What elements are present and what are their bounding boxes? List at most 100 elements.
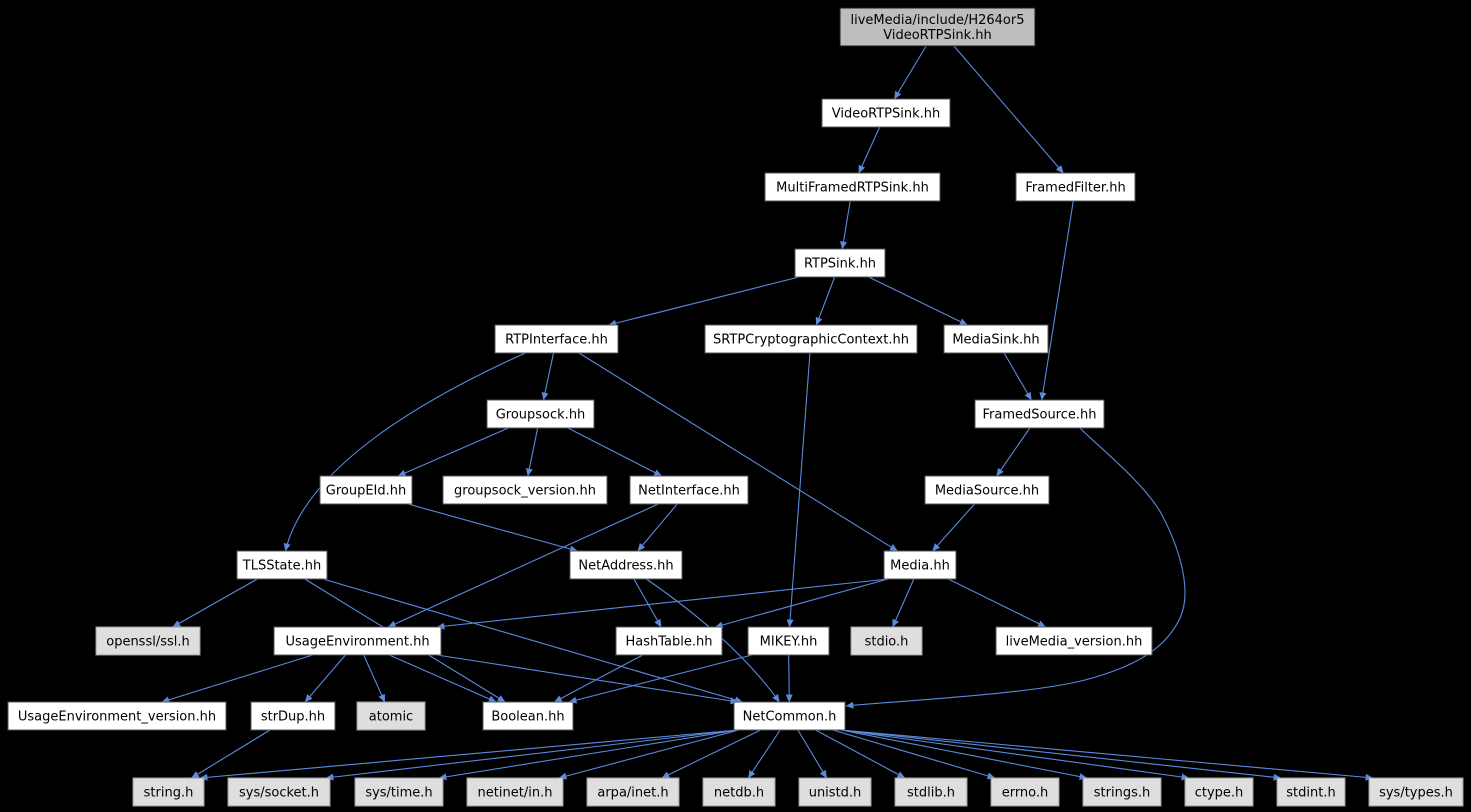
node-box-framedfilter-hh [1015,172,1136,202]
edge-rtpsink-hh--rtpinterface-hh [608,276,800,327]
node-openssl-ssl-h: openssl/ssl.h [95,626,201,656]
node-videortpsink-hh[interactable]: VideoRTPSink.hh [821,98,951,128]
node-label-framedsource-hh: FramedSource.hh [982,408,1096,423]
edge-netcommon-h--errno-h [832,729,996,780]
node-mediasink-hh[interactable]: MediaSink.hh [943,324,1049,354]
node-tlsstate-hh[interactable]: TLSState.hh [236,550,328,580]
node-box-srtpcryptographiccontext-hh [704,324,918,354]
edge-netcommon-h--arpa-inet-h [661,729,761,779]
node-groupsock-version-hh[interactable]: groupsock_version.hh [442,475,608,505]
node-label-netinet-in-h: netinet/in.h [478,786,553,801]
node-box-arpa-inet-h [586,777,680,807]
node-label-arpa-inet-h: arpa/inet.h [597,786,668,801]
node-usageenvironment-hh[interactable]: UsageEnvironment.hh [273,626,442,656]
edge-hashtable-hh--boolean-hh [553,654,643,703]
node-livemedia-version-hh[interactable]: liveMedia_version.hh [995,626,1153,656]
node-boolean-hh[interactable]: Boolean.hh [482,701,574,731]
node-sys-types-h: sys/types.h [1368,777,1464,807]
node-label-openssl-ssl-h: openssl/ssl.h [106,635,190,650]
node-box-sys-types-h [1368,777,1464,807]
node-label-videortpsink-hh: VideoRTPSink.hh [832,107,941,122]
node-groupsock-hh[interactable]: Groupsock.hh [486,399,595,429]
node-framedfilter-hh[interactable]: FramedFilter.hh [1015,172,1136,202]
edge-netcommon-h--netinet-in-h [558,729,740,780]
node-box-stdio-h [850,626,923,656]
node-netinterface-hh[interactable]: NetInterface.hh [629,475,749,505]
node-srtpcryptographiccontext-hh[interactable]: SRTPCryptographicContext.hh [704,324,918,354]
node-label-usageenvironment-version-hh: UsageEnvironment_version.hh [18,710,216,725]
node-box-videortpsink-hh [821,98,951,128]
edge-netcommon-h--sys-types-h [840,729,1374,781]
node-label-atomic: atomic [369,710,413,725]
node-label-mikey-hh: MIKEY.hh [760,635,818,650]
node-label-tlsstate-hh: TLSState.hh [242,559,321,574]
node-box-netaddress-hh [569,550,683,580]
edge-strdup-hh--string-h [191,729,271,779]
node-stdint-h: stdint.h [1276,777,1346,807]
node-label-framedfilter-hh: FramedFilter.hh [1025,181,1125,196]
edge-netcommon-h--stdint-h [840,729,1282,781]
node-box-framedsource-hh [974,399,1105,429]
edge-srtpcryptographiccontext-hh--mikey-hh [786,352,811,628]
edge-media-hh--hashtable-hh [714,578,889,629]
node-label-netcommon-h: NetCommon.h [743,710,837,725]
node-box-rtpsink-hh [794,248,886,278]
node-string-h: string.h [132,777,205,807]
node-label-netdb-h: netdb.h [714,786,764,801]
node-box-groupsock-version-hh [442,475,608,505]
node-rtpinterface-hh[interactable]: RTPInterface.hh [494,324,619,354]
node-label-errno-h: errno.h [1002,786,1049,801]
node-box-hashtable-hh [615,626,723,656]
node-netaddress-hh[interactable]: NetAddress.hh [569,550,683,580]
node-rtpsink-hh[interactable]: RTPSink.hh [794,248,886,278]
node-strdup-hh[interactable]: strDup.hh [250,701,336,731]
node-box-livemedia-version-hh [995,626,1153,656]
node-box-tlsstate-hh [236,550,328,580]
node-framedsource-hh[interactable]: FramedSource.hh [974,399,1105,429]
node-netcommon-h[interactable]: NetCommon.h [733,701,846,731]
node-media-hh[interactable]: Media.hh [883,550,957,580]
node-label-string-h: string.h [144,786,194,801]
edge-rtpinterface-hh--tlsstate-hh [283,352,526,552]
node-box-usageenvironment-version-hh [7,701,227,731]
edge-usageenvironment-hh--atomic [363,654,386,703]
edge-netcommon-h--sys-socket-h [325,729,739,781]
node-mikey-hh[interactable]: MIKEY.hh [747,626,830,656]
edge-usageenvironment-hh--netcommon-h [436,654,739,705]
edge-netcommon-h--ctype-h [840,729,1190,781]
node-label-ctype-h: ctype.h [1195,786,1244,801]
node-netdb-h: netdb.h [702,777,776,807]
node-multiframedrtpsink-hh[interactable]: MultiFramedRTPSink.hh [764,172,941,202]
node-unistd-h: unistd.h [798,777,872,807]
node-box-netcommon-h [733,701,846,731]
node-label-stdlib-h: stdlib.h [907,786,955,801]
edge-netcommon-h--stdlib-h [815,729,906,779]
node-label-sys-time-h: sys/time.h [365,786,432,801]
node-groupeid-hh[interactable]: GroupEId.hh [319,475,413,505]
edge-mikey-hh--boolean-hh [568,654,753,704]
edge-netaddress-hh--netcommon-h [646,578,780,703]
edge-rtpinterface-hh--groupsock-hh [541,352,555,401]
node-label-groupsock-version-hh: groupsock_version.hh [454,484,596,499]
node-label-rtpsink-hh: RTPSink.hh [804,257,876,272]
node-label-hashtable-hh: HashTable.hh [626,635,713,650]
node-box-stdlib-h [894,777,968,807]
node-box-string-h [132,777,205,807]
node-label-multiframedrtpsink-hh: MultiFramedRTPSink.hh [776,181,929,196]
node-strings-h: strings.h [1082,777,1162,807]
edge-h264or5videortpsink-hh--videortpsink-hh [893,45,927,100]
node-label-groupeid-hh: GroupEId.hh [326,484,407,499]
node-label-rtpinterface-hh: RTPInterface.hh [505,333,608,348]
node-arpa-inet-h: arpa/inet.h [586,777,680,807]
node-box-sys-socket-h [227,777,331,807]
node-box-multiframedrtpsink-hh [764,172,941,202]
node-usageenvironment-version-hh[interactable]: UsageEnvironment_version.hh [7,701,227,731]
node-mediasource-hh[interactable]: MediaSource.hh [924,475,1050,505]
node-box-h264or5videortpsink-hh [839,7,1036,47]
edge-framedsource-hh--netcommon-h [845,427,1186,709]
node-hashtable-hh[interactable]: HashTable.hh [615,626,723,656]
node-box-atomic [356,701,426,731]
node-atomic: atomic [356,701,426,731]
